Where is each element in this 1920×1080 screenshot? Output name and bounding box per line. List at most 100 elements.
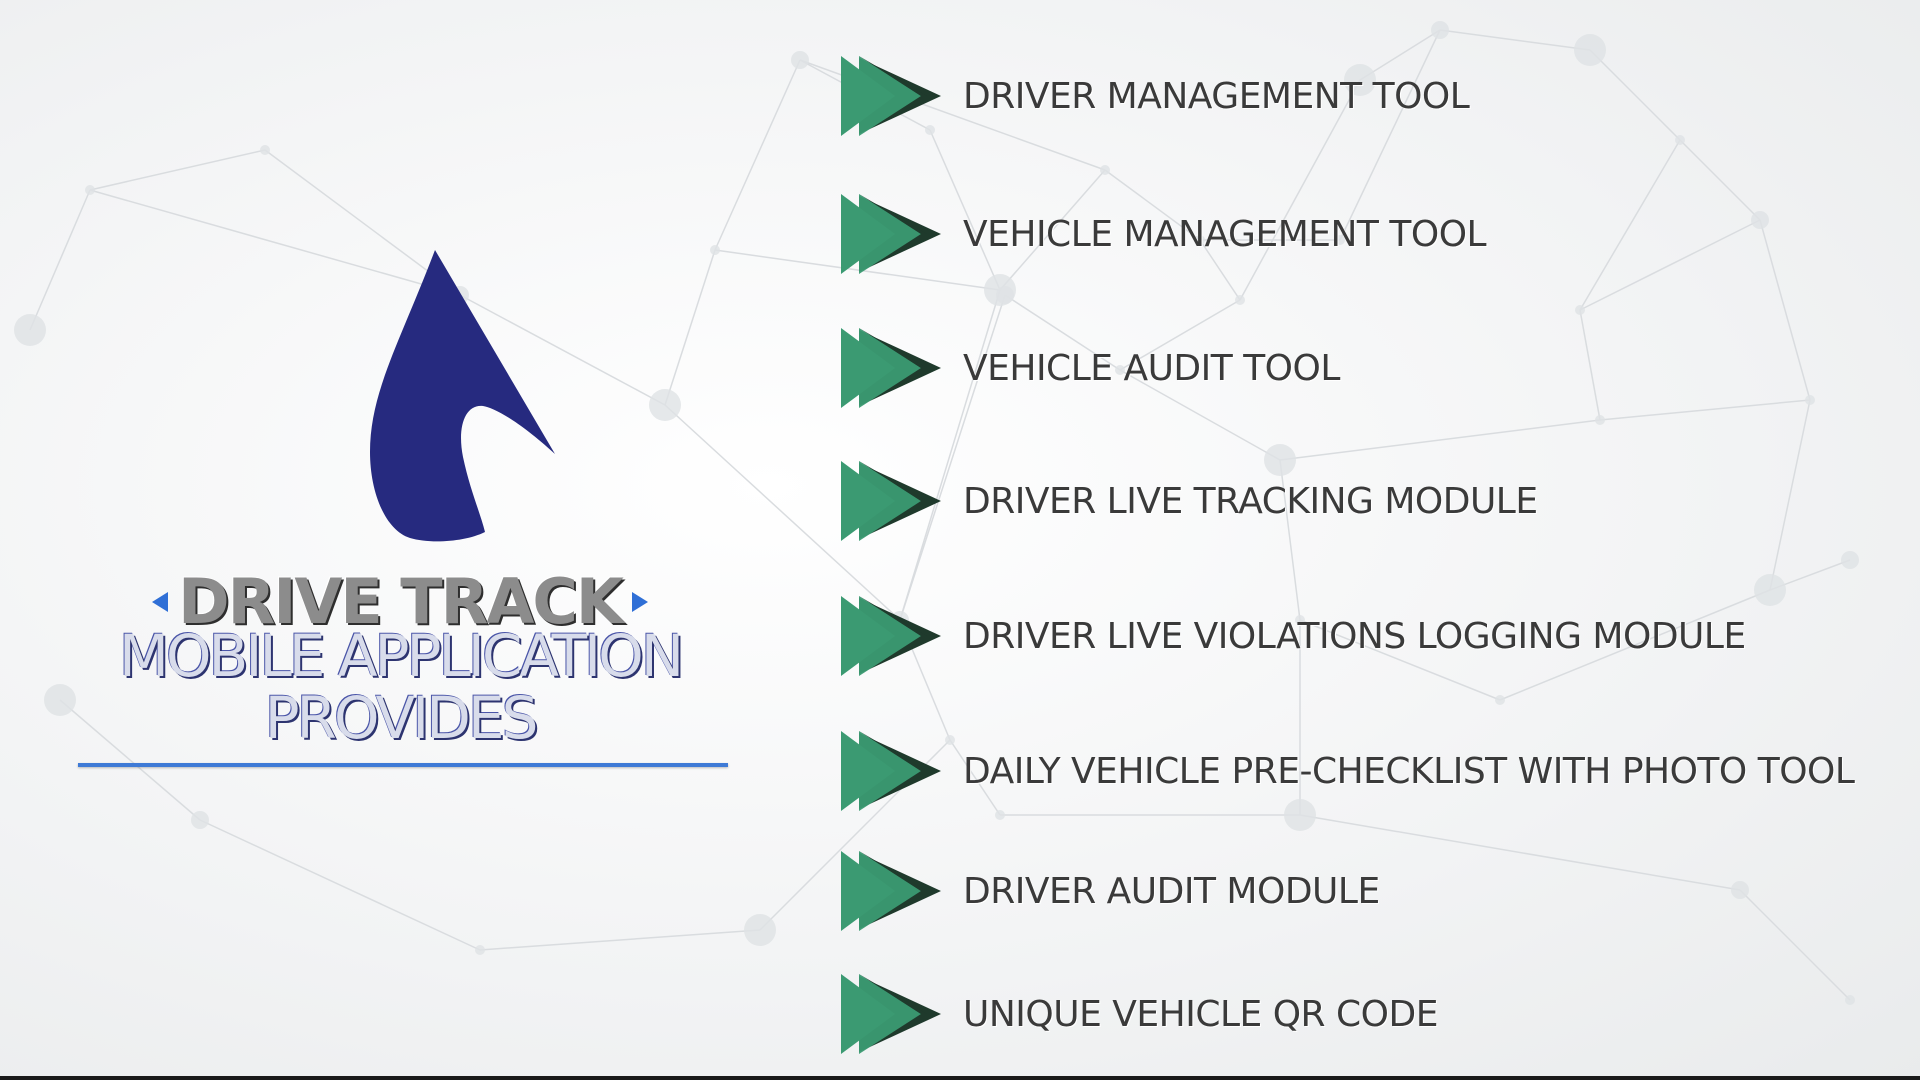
network-node [744,914,776,946]
network-node [1574,34,1606,66]
network-line [1579,219,1761,311]
feature-item: VEHICLE AUDIT TOOL [835,322,1340,414]
network-line [29,189,91,331]
double-play-arrow-icon [841,328,941,408]
network-line [664,249,716,406]
network-node [1100,165,1110,175]
network-node [791,51,809,69]
network-line [1439,29,1591,51]
network-line [1679,139,1761,221]
network-line [1104,169,1201,241]
network-line [89,149,266,191]
network-node [1295,615,1305,625]
network-line [949,739,1001,816]
network-line [459,294,666,406]
feature-label: VEHICLE MANAGEMENT TOOL [963,213,1487,255]
network-node [1115,365,1125,375]
network-line [1339,29,1441,241]
network-line [1759,219,1811,401]
network-line [1579,309,1601,421]
network-line [1279,459,1301,621]
network-node [1751,211,1769,229]
network-node [44,684,76,716]
left-triangle-icon [152,591,169,612]
brand-subtitle-line-1: MOBILE APPLICATION [118,622,684,690]
network-node [1841,551,1859,569]
network-line [1239,79,1361,301]
double-play-arrow-icon [841,974,941,1054]
network-node [1195,235,1205,245]
network-line [899,294,1006,621]
network-line [1299,619,1501,701]
feature-label: DRIVER AUDIT MODULE [963,870,1380,912]
network-line [89,189,461,296]
network-node [996,286,1014,304]
brand-block: DRIVE TRACK MOBILE APPLICATION PROVIDES [60,220,740,780]
network-node [1495,695,1505,705]
network-line [1119,369,1281,461]
brand-title: DRIVE TRACK [60,565,740,638]
feature-item: DAILY VEHICLE PRE-CHECKLIST WITH PHOTO T… [835,725,1855,817]
network-line [929,129,1001,291]
feature-item: VEHICLE MANAGEMENT TOOL [835,188,1487,280]
network-node [85,185,95,195]
network-node [475,945,485,955]
network-line [1769,399,1811,591]
network-line [664,404,901,621]
network-node [260,145,270,155]
feature-label: UNIQUE VEHICLE QR CODE [963,993,1438,1035]
network-line [479,929,761,951]
feature-label: DAILY VEHICLE PRE-CHECKLIST WITH PHOTO T… [963,750,1855,792]
network-node [1675,135,1685,145]
double-play-arrow-icon [841,461,941,541]
brand-subtitle-line-2: PROVIDES [264,684,539,752]
network-node [1731,881,1749,899]
network-node [710,245,720,255]
network-node [1431,21,1449,39]
network-line [1599,399,1811,421]
title-underline [78,763,728,767]
feature-item: DRIVER LIVE TRACKING MODULE [835,455,1538,547]
network-line [1279,419,1601,461]
network-node [649,389,681,421]
double-play-arrow-icon [841,194,941,274]
network-line [1119,299,1241,371]
network-node [191,811,209,829]
network-node [925,125,935,135]
network-line [59,699,201,821]
right-triangle-icon [631,591,648,612]
network-line [1589,49,1681,141]
feature-item: DRIVER LIVE VIOLATIONS LOGGING MODULE [835,590,1746,682]
network-node [1344,64,1376,96]
network-node [1595,415,1605,425]
network-node [945,735,955,745]
network-node [1575,305,1585,315]
feature-list: DRIVER MANAGEMENT TOOL VEHICLE MANAGEMEN… [835,50,1915,1070]
brand-name: DRIVE TRACK [178,565,624,638]
feature-item: DRIVER AUDIT MODULE [835,845,1380,937]
network-line [1499,589,1771,701]
network-line [1299,814,1741,891]
network-line [1199,239,1241,301]
network-line [199,819,481,951]
feature-label: DRIVER MANAGEMENT TOOL [963,75,1470,117]
network-line [1739,889,1851,1001]
double-play-arrow-icon [841,596,941,676]
double-play-arrow-icon [841,851,941,931]
double-play-arrow-icon [841,731,941,811]
network-node [1805,395,1815,405]
bottom-edge-bar [0,1076,1920,1080]
network-node [1284,799,1316,831]
network-line [899,289,1001,621]
network-line [999,169,1106,291]
network-line [1004,294,1121,371]
network-node [1235,295,1245,305]
feature-item: DRIVER MANAGEMENT TOOL [835,50,1470,142]
feature-item: UNIQUE VEHICLE QR CODE [835,968,1438,1060]
network-node [1264,444,1296,476]
network-node [1335,235,1345,245]
feature-label: VEHICLE AUDIT TOOL [963,347,1340,389]
network-node [1754,574,1786,606]
network-node [995,810,1005,820]
